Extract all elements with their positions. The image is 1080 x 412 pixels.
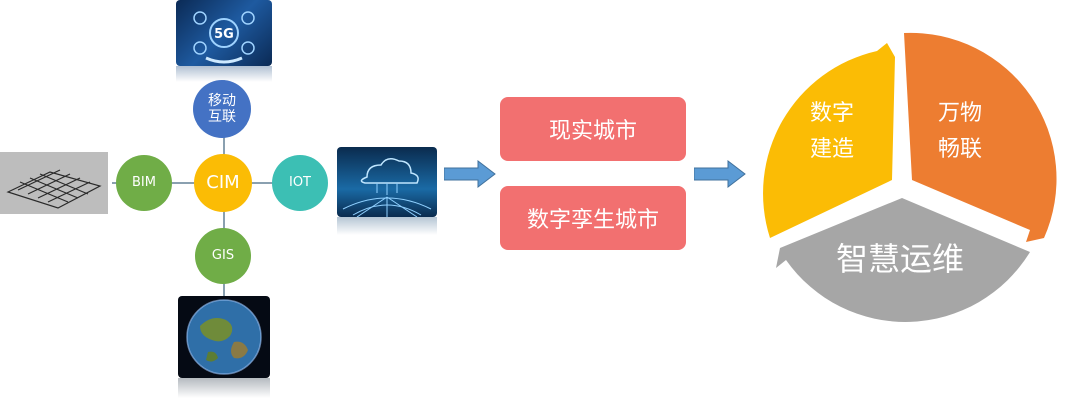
cloud-network-image xyxy=(337,147,437,217)
real-city-box: 现实城市 xyxy=(500,97,686,161)
cloud-image-reflection xyxy=(337,217,437,235)
gray-text: 智慧运维 xyxy=(836,240,964,278)
iot-label: IOT xyxy=(288,174,311,190)
earth-image-reflection xyxy=(178,378,270,398)
mobile-interconnect-line1: 移动 xyxy=(208,92,236,109)
5g-network-image: 5G xyxy=(176,0,272,66)
arrow-right-1 xyxy=(444,160,496,188)
real-city-label: 现实城市 xyxy=(548,119,637,144)
yellow-text-line2: 建造 xyxy=(810,137,854,162)
digital-twin-city-label: 数字孪生城市 xyxy=(526,208,659,233)
digital-construction-segment xyxy=(763,43,895,238)
iot-node: IOT xyxy=(272,155,328,211)
smart-operation-segment xyxy=(776,198,1030,322)
bim-label: BIM xyxy=(132,174,156,190)
cim-node: CIM xyxy=(194,154,252,212)
earth-globe-image xyxy=(178,296,270,378)
bim-model-image xyxy=(0,152,108,214)
mobile-interconnect-node: 移动 互联 xyxy=(193,80,251,138)
mobile-interconnect-line2: 互联 xyxy=(208,109,236,125)
5g-label: 5G xyxy=(214,27,234,42)
gis-label: GIS xyxy=(211,247,235,263)
yellow-text-line1: 数字 xyxy=(810,101,854,126)
orange-text-line1: 万物 xyxy=(938,101,982,126)
orange-text-line2: 畅联 xyxy=(938,137,982,162)
gis-node: GIS xyxy=(195,228,251,284)
arrow-right-2 xyxy=(694,160,746,188)
5g-image-reflection xyxy=(176,66,272,82)
cim-label: CIM xyxy=(206,171,240,193)
digital-twin-city-box: 数字孪生城市 xyxy=(500,186,686,250)
iot-connect-segment xyxy=(904,32,1057,243)
cycle-diagram: 数字 建造 万物 畅联 智慧运维 xyxy=(763,32,1057,322)
bim-node: BIM xyxy=(116,155,172,211)
